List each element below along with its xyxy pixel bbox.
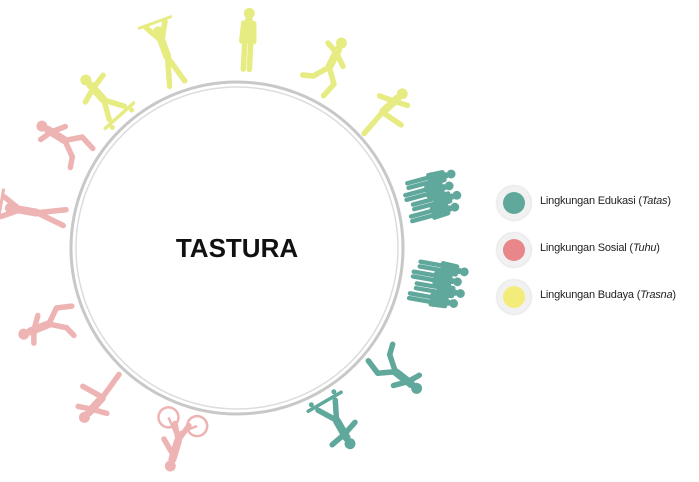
legend-swatch-sosial [497,233,531,267]
yellow-kick-figure [352,80,421,148]
swatch-dot [503,239,525,261]
legend-label-edukasi: Lingkungan Edukasi (Tatas) [540,195,671,207]
pink-kick-figure [64,362,131,431]
yellow-lift-figure [138,16,194,89]
legend-item-edukasi: Lingkungan Edukasi (Tatas) [497,185,699,221]
legend-item-budaya: Lingkungan Budaya (Trasna) [497,279,699,315]
center-label: TASTURA [176,233,299,263]
legend-item-sosial: Lingkungan Sosial (Tuhu) [497,232,699,268]
teal-skate-figure [305,387,368,459]
pink-bike-figure [144,405,210,478]
legend-swatch-budaya [497,280,531,314]
pink-run-figure [14,302,82,354]
pink-lift-figure [0,189,68,236]
legend: Lingkungan Edukasi (Tatas) Lingkungan So… [497,185,699,326]
teal-run-figure [366,339,433,401]
teal-group-figure [402,168,465,223]
teal-group-figure [409,258,470,309]
swatch-dot [503,286,525,308]
pink-run-figure [27,113,95,172]
legend-label-budaya: Lingkungan Budaya (Trasna) [540,289,676,301]
yellow-run-figure [299,29,355,97]
yellow-stand-figure [240,8,255,70]
legend-label-sosial: Lingkungan Sosial (Tuhu) [540,242,660,254]
swatch-dot [503,192,525,214]
legend-swatch-edukasi [497,186,531,220]
